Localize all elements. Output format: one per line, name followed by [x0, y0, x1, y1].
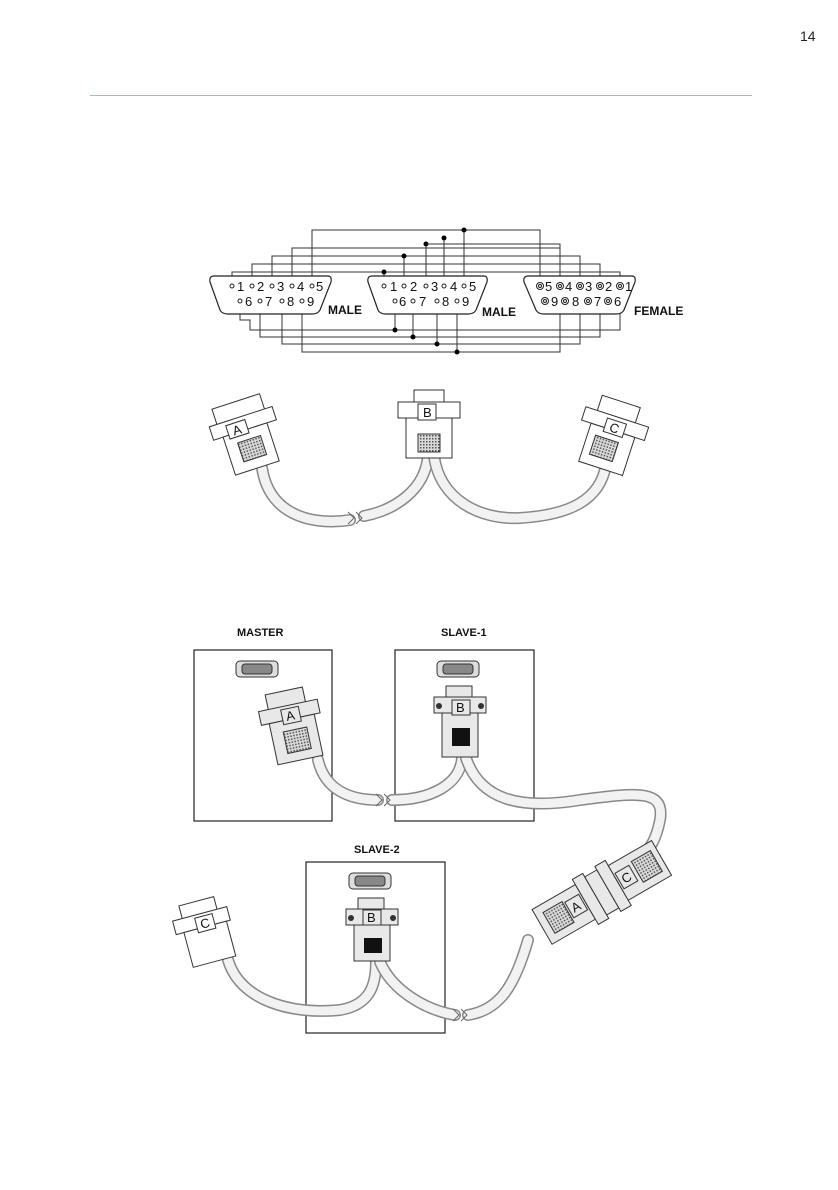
- slave2-port: [349, 873, 391, 889]
- loose-plug: C: [169, 894, 239, 969]
- slave1-plug-label: B: [456, 700, 465, 715]
- pin-label: 4: [297, 279, 304, 294]
- pin-label: 1: [625, 279, 632, 294]
- plug-b: B: [398, 390, 460, 458]
- slave1-label: SLAVE-1: [441, 627, 487, 639]
- connector-a-label: MALE: [328, 303, 362, 317]
- slave2-plug-label: B: [367, 910, 376, 925]
- plug-c: C: [569, 392, 653, 479]
- pin-label: 9: [307, 294, 314, 309]
- plug-a: A: [204, 391, 288, 478]
- pin-label: 6: [614, 294, 621, 309]
- pin-label: 5: [316, 279, 323, 294]
- pin-label: 6: [245, 294, 252, 309]
- plug-b-label: B: [423, 405, 432, 420]
- pin-label: 9: [462, 294, 469, 309]
- pin-label: 8: [572, 294, 579, 309]
- pin-label: 4: [565, 279, 572, 294]
- pin-label: 4: [450, 279, 457, 294]
- pin-label: 2: [605, 279, 612, 294]
- connector-b-label: MALE: [482, 305, 516, 319]
- pin-label: 1: [237, 279, 244, 294]
- slave2-label: SLAVE-2: [354, 844, 400, 856]
- master-port: [236, 661, 278, 677]
- pin-label: 9: [551, 294, 558, 309]
- pin-label: 3: [431, 279, 438, 294]
- pin-label: 7: [265, 294, 272, 309]
- pinout-diagram: 1 2 3 4 5 6 7 8 9 MALE 1 2 3 4 5: [210, 228, 684, 355]
- pin-label: 1: [390, 279, 397, 294]
- pin-label: 2: [257, 279, 264, 294]
- pin-label: 8: [442, 294, 449, 309]
- y-cable-illustration: A B C: [204, 390, 653, 524]
- pin-label: 7: [594, 294, 601, 309]
- slave1-port: [437, 661, 479, 677]
- pin-label: 5: [469, 279, 476, 294]
- pin-label: 3: [585, 279, 592, 294]
- pin-label: 2: [410, 279, 417, 294]
- connector-c-label: FEMALE: [634, 304, 683, 318]
- slave1-plug: B: [434, 686, 486, 757]
- pin-label: 3: [277, 279, 284, 294]
- pin-label: 7: [419, 294, 426, 309]
- pin-label: 8: [287, 294, 294, 309]
- master-label: MASTER: [237, 627, 284, 639]
- coupler: A C: [529, 835, 675, 949]
- setup-diagram: MASTER SLAVE-1 SLAVE-2: [169, 627, 674, 1033]
- pin-label: 5: [545, 279, 552, 294]
- pin-label: 6: [399, 294, 406, 309]
